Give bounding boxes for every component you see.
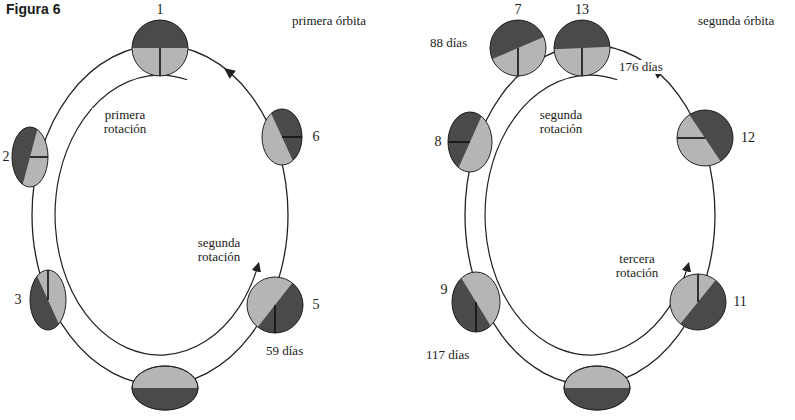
position-number: 8 (434, 135, 443, 149)
planet-disc (132, 366, 198, 410)
position-number: 5 (312, 298, 321, 312)
disc-outline (490, 20, 546, 76)
disc-outline (670, 274, 726, 330)
orbit-caption: primera órbita (290, 14, 368, 28)
planet-disc: 12 (677, 110, 733, 166)
planet-disc: 7 (490, 20, 546, 76)
planet-disc: 5 (247, 277, 303, 333)
orbit-path (32, 45, 288, 385)
disc-outline (452, 272, 500, 332)
planet-disc: 6 (262, 109, 302, 165)
rotation-label: segunda rotación (528, 108, 594, 137)
disc-outline (448, 112, 492, 172)
position-number: 2 (2, 150, 11, 164)
position-number: 11 (732, 295, 747, 309)
orbit-path (465, 45, 715, 385)
planet-disc (564, 366, 630, 410)
position-number: 9 (440, 283, 449, 297)
position-number: 1 (156, 3, 165, 17)
position-number: 6 (312, 130, 321, 144)
position-number: 12 (740, 131, 756, 145)
disc-outline (12, 127, 48, 187)
rotation-arrow (485, 75, 689, 355)
disc-outline (554, 20, 610, 76)
disc-outline (132, 20, 188, 76)
planet-disc: 9 (452, 272, 500, 332)
position-number: 13 (574, 3, 590, 17)
orbit-arrowhead (221, 64, 236, 79)
disc-outline (677, 110, 733, 166)
planet-disc: 11 (670, 274, 726, 330)
rotation-label: primera rotación (92, 108, 158, 137)
figure-title: Figura 6 (4, 2, 62, 17)
rotation-arrow (55, 75, 259, 355)
planet-disc: 3 (30, 270, 66, 330)
day-count: 88 días (428, 36, 469, 50)
planet-disc: 13 (554, 20, 610, 76)
day-count: 117 días (424, 348, 471, 362)
orbit-caption: segunda órbita (696, 14, 776, 28)
disc-outline (247, 277, 303, 333)
day-count: 59 días (264, 344, 305, 358)
rotation-label: tercera rotación (604, 252, 670, 281)
planet-disc: 1 (132, 20, 188, 76)
disc-outline (262, 109, 302, 165)
position-number: 7 (514, 3, 523, 17)
planet-disc: 8 (448, 112, 492, 172)
planet-disc: 2 (12, 127, 48, 187)
disc-outline (30, 270, 66, 330)
position-number: 3 (14, 293, 23, 307)
rotation-label: segunda rotación (186, 236, 252, 265)
day-count: 176 días (617, 60, 665, 74)
